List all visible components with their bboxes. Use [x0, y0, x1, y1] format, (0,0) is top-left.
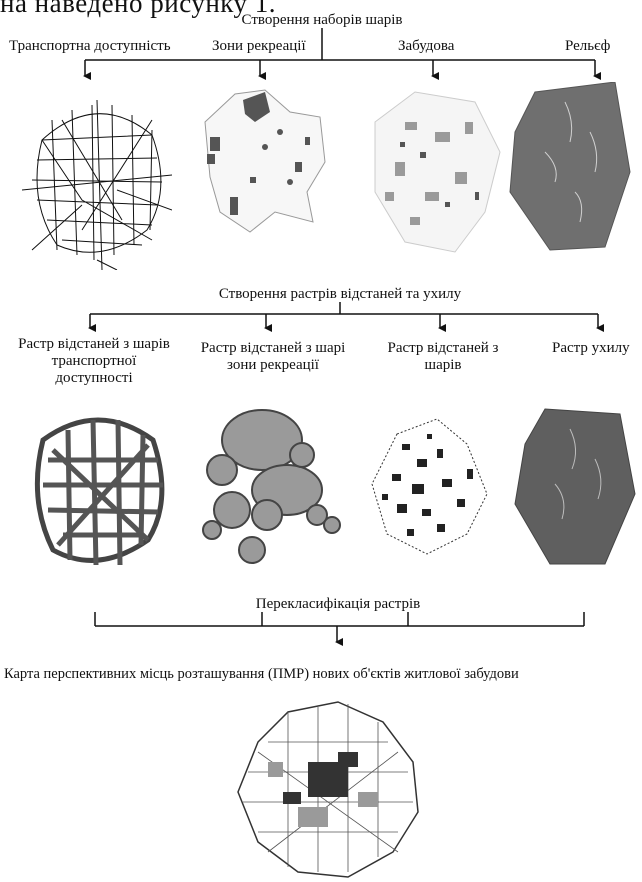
result-map — [228, 692, 428, 882]
transport-distance-raster — [28, 400, 168, 570]
stage2-label-transport-distance: Растр відстаней з шарів транспортної дос… — [14, 336, 174, 387]
stage1-label-relief: Рельєф — [565, 38, 610, 55]
buildings-distance-raster — [357, 404, 502, 569]
stage2-label-slope: Растр ухилу — [552, 340, 630, 357]
stage1-label-transport: Транспортна доступність — [9, 38, 171, 55]
transport-network-map — [22, 80, 172, 270]
stage1-title: Створення наборів шарів — [242, 12, 403, 29]
stage3-title: Перекласифікація растрів — [256, 596, 421, 613]
recreation-distance-raster — [192, 400, 342, 575]
stage1-label-recreation: Зони рекреації — [212, 38, 306, 55]
result-title: Карта перспективних місць розташування (… — [4, 666, 519, 683]
recreation-zones-map — [195, 82, 330, 242]
stage2-title: Створення растрів відстаней та ухилу — [219, 286, 461, 303]
stage2-label-recreation-distance: Растр відстаней з шарі зони рекреації — [188, 340, 358, 374]
buildings-map — [365, 82, 505, 257]
stage2-label-buildings-distance: Растр відстаней з шарів — [378, 340, 508, 374]
stage1-label-buildings: Забудова — [398, 38, 454, 55]
relief-map — [505, 82, 635, 252]
slope-raster — [510, 404, 640, 569]
